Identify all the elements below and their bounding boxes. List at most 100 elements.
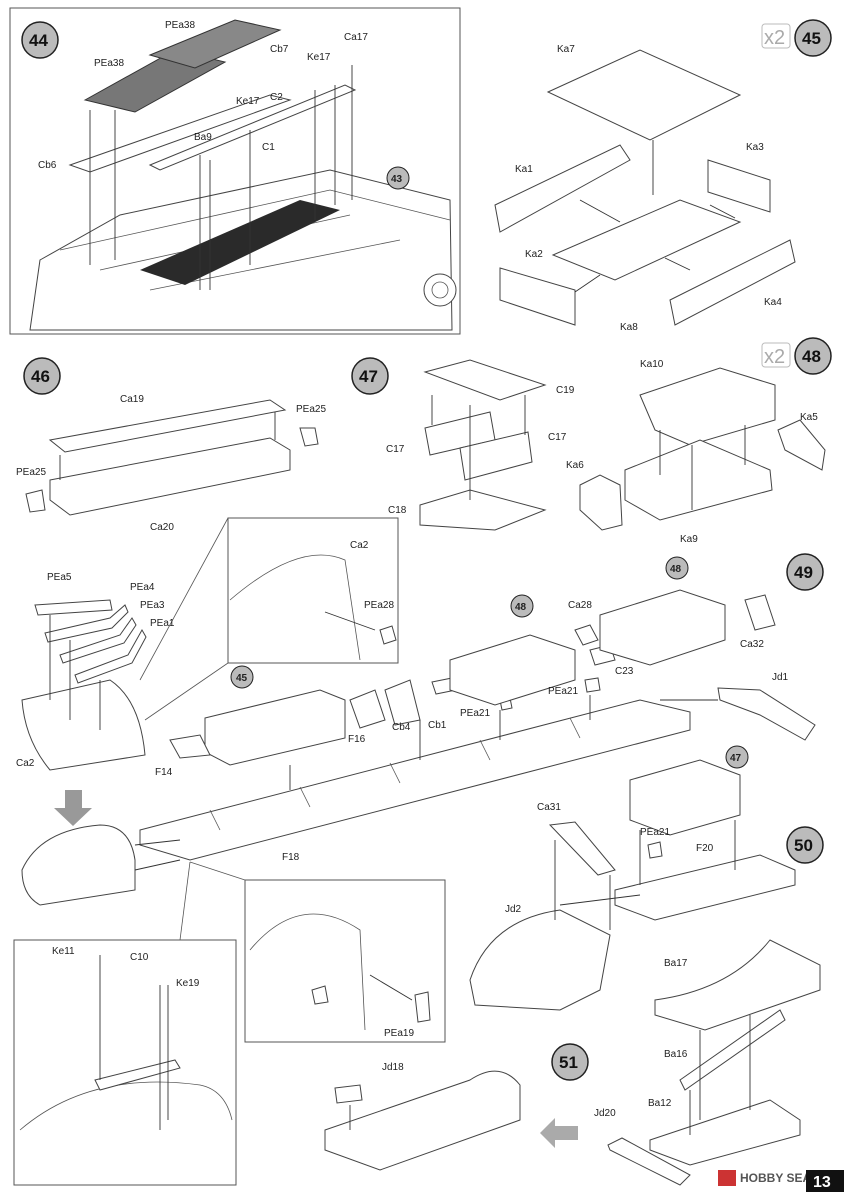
multiplier-label: x2: [764, 346, 785, 368]
label: 48: [515, 602, 527, 613]
label: PEa21: [640, 827, 670, 838]
label: Ca2: [16, 758, 35, 769]
part-ca2: [21, 679, 146, 771]
left-arrow-icon: [540, 1118, 578, 1148]
part-c18: [419, 489, 547, 531]
step-51-badge: [551, 1043, 589, 1081]
step-50-detail-inset: [13, 939, 237, 1186]
label: Ka10: [640, 359, 664, 370]
label: Ka7: [557, 44, 575, 55]
part-c17-b: [459, 431, 533, 481]
label: C17: [548, 432, 567, 443]
label: PEa38: [165, 20, 195, 31]
label: 47: [730, 753, 742, 764]
part-ka4: [669, 239, 796, 326]
step-number: 47: [359, 367, 378, 386]
label: PEa21: [460, 708, 490, 719]
part-ca20: [49, 437, 291, 516]
part-jd1: [717, 687, 816, 741]
label: C1: [262, 142, 275, 153]
label: Cb4: [392, 722, 411, 733]
part-final-assembly: [324, 1070, 521, 1171]
label: 48: [670, 564, 682, 575]
label: C2: [270, 92, 283, 103]
label: Ba17: [664, 958, 688, 969]
label: PEa25: [296, 404, 326, 415]
part-front-assembly: [21, 824, 136, 906]
step-44-frame: [9, 7, 461, 335]
label: Jd2: [505, 904, 522, 915]
label: PEa3: [140, 600, 165, 611]
page-number: 13: [813, 1174, 831, 1191]
label: Ca31: [537, 802, 561, 813]
step-number: 49: [794, 563, 813, 582]
part-f18: [139, 699, 691, 861]
step-45-badge: [794, 19, 832, 57]
label: Ba16: [664, 1049, 688, 1060]
part-jd2: [469, 909, 611, 1011]
label: Ka5: [800, 412, 818, 423]
box-45-mounted: [204, 689, 346, 766]
label: PEa4: [130, 582, 155, 593]
step-number: 44: [29, 31, 48, 50]
label: Jd18: [382, 1062, 404, 1073]
part-ka1: [494, 144, 631, 233]
x2-box: [761, 23, 791, 49]
step-number: 48: [802, 347, 821, 366]
label: Ka6: [566, 460, 584, 471]
step-number: 51: [559, 1053, 578, 1072]
part-ka5: [777, 419, 826, 471]
label: Ca19: [120, 394, 144, 405]
label: Ka1: [515, 164, 533, 175]
label: Ba9: [194, 132, 212, 143]
label: Ca28: [568, 600, 592, 611]
label: F20: [696, 843, 714, 854]
label: C10: [130, 952, 149, 963]
label: Ka9: [680, 534, 698, 545]
part-ba16: [679, 1009, 786, 1091]
step-46-badge: [23, 357, 61, 395]
step-number: 45: [802, 29, 821, 48]
label: Ke19: [176, 978, 200, 989]
grille-pea38-b: [148, 19, 282, 69]
label: F18: [282, 852, 300, 863]
label: 45: [236, 673, 248, 684]
label: Ke17: [236, 96, 260, 107]
label: Ka3: [746, 142, 764, 153]
part-ka6: [579, 474, 623, 531]
tank-48-b: [599, 589, 726, 666]
label: PEa28: [364, 600, 394, 611]
step-44-badge: [21, 21, 59, 59]
label: Cb6: [38, 160, 57, 171]
part-f20: [614, 854, 796, 921]
step-49-badge: [786, 553, 824, 591]
label: Ka4: [764, 297, 782, 308]
step-49-detail-inset-2: [244, 879, 446, 1043]
label: 43: [391, 174, 403, 185]
label: F14: [155, 767, 173, 778]
part-ba17: [654, 939, 821, 1031]
label: Cb1: [428, 720, 447, 731]
label: Jd20: [594, 1108, 616, 1119]
step-47-badge: [351, 357, 389, 395]
label: Ca20: [150, 522, 174, 533]
part-ka8: [551, 199, 742, 281]
tank-47: [629, 759, 741, 836]
tank-48-a: [449, 634, 576, 706]
label: F16: [348, 734, 366, 745]
label: Ca17: [344, 32, 368, 43]
label: PEa5: [47, 572, 72, 583]
part-ca19: [48, 399, 287, 453]
part-ka10: [639, 367, 776, 446]
part-ba12: [649, 1099, 801, 1166]
part-jd20: [607, 1137, 691, 1186]
page-number-tab: [806, 1170, 844, 1192]
label: Jd1: [772, 672, 789, 683]
label: Ba12: [648, 1098, 672, 1109]
label: PEa25: [16, 467, 46, 478]
label: Ca2: [350, 540, 369, 551]
label: C19: [556, 385, 575, 396]
label: C17: [386, 444, 405, 455]
step-49-detail-inset: [227, 517, 399, 664]
part-ka3: [707, 159, 771, 213]
